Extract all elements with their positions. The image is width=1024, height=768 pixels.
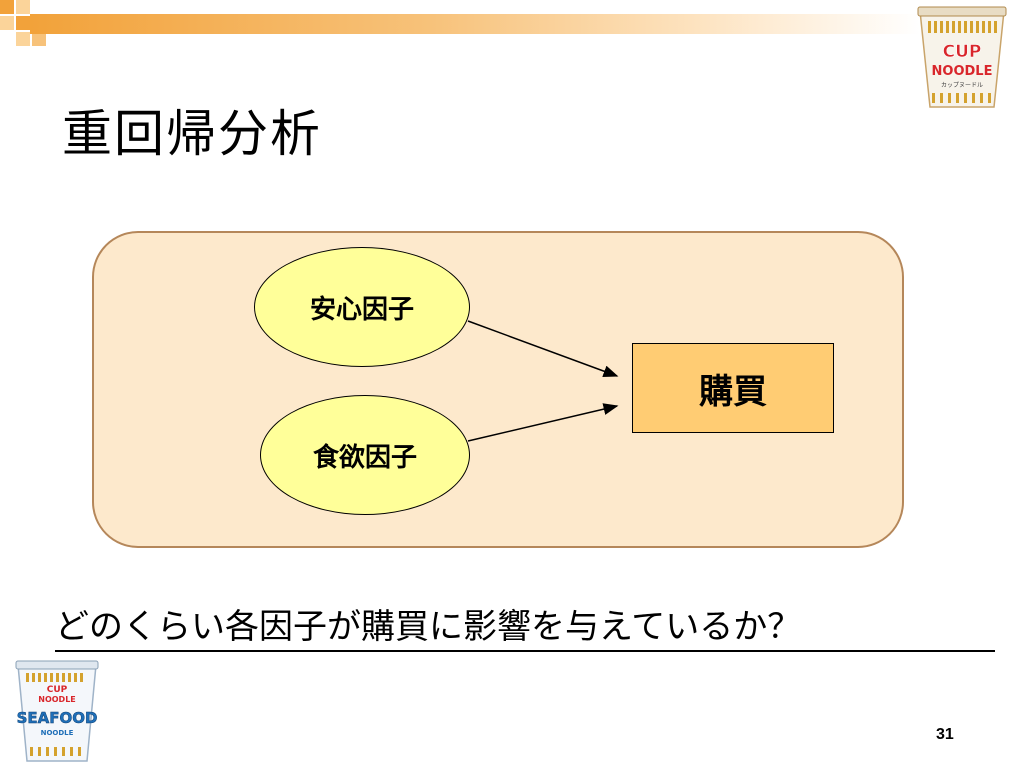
page-number: 31 bbox=[936, 726, 954, 743]
seafood-logo-line1: CUP bbox=[47, 685, 68, 695]
factor-node-shokuyoku: 食欲因子 bbox=[260, 395, 470, 515]
cup-logo-sub: カップヌードル bbox=[941, 82, 983, 89]
factor-node-anshin: 安心因子 bbox=[254, 247, 470, 367]
seafood-logo-brand: SEAFOOD bbox=[17, 709, 98, 727]
seafood-noodle-logo: CUP NOODLE SEAFOOD NOODLE bbox=[15, 660, 99, 762]
cup-noodle-logo: CUP NOODLE カップヌードル bbox=[917, 6, 1007, 108]
question-text: どのくらい各因子が購買に影響を与えているか？ bbox=[55, 604, 995, 652]
seafood-logo-sub: NOODLE bbox=[41, 729, 74, 737]
cup-logo-line2: NOODLE bbox=[932, 64, 993, 79]
page-title: 重回帰分析 bbox=[62, 105, 322, 163]
cup-logo-line1: CUP bbox=[943, 42, 982, 62]
seafood-logo-line2: NOODLE bbox=[38, 695, 76, 704]
header-band bbox=[30, 14, 920, 34]
outcome-node-purchase: 購買 bbox=[632, 343, 834, 433]
